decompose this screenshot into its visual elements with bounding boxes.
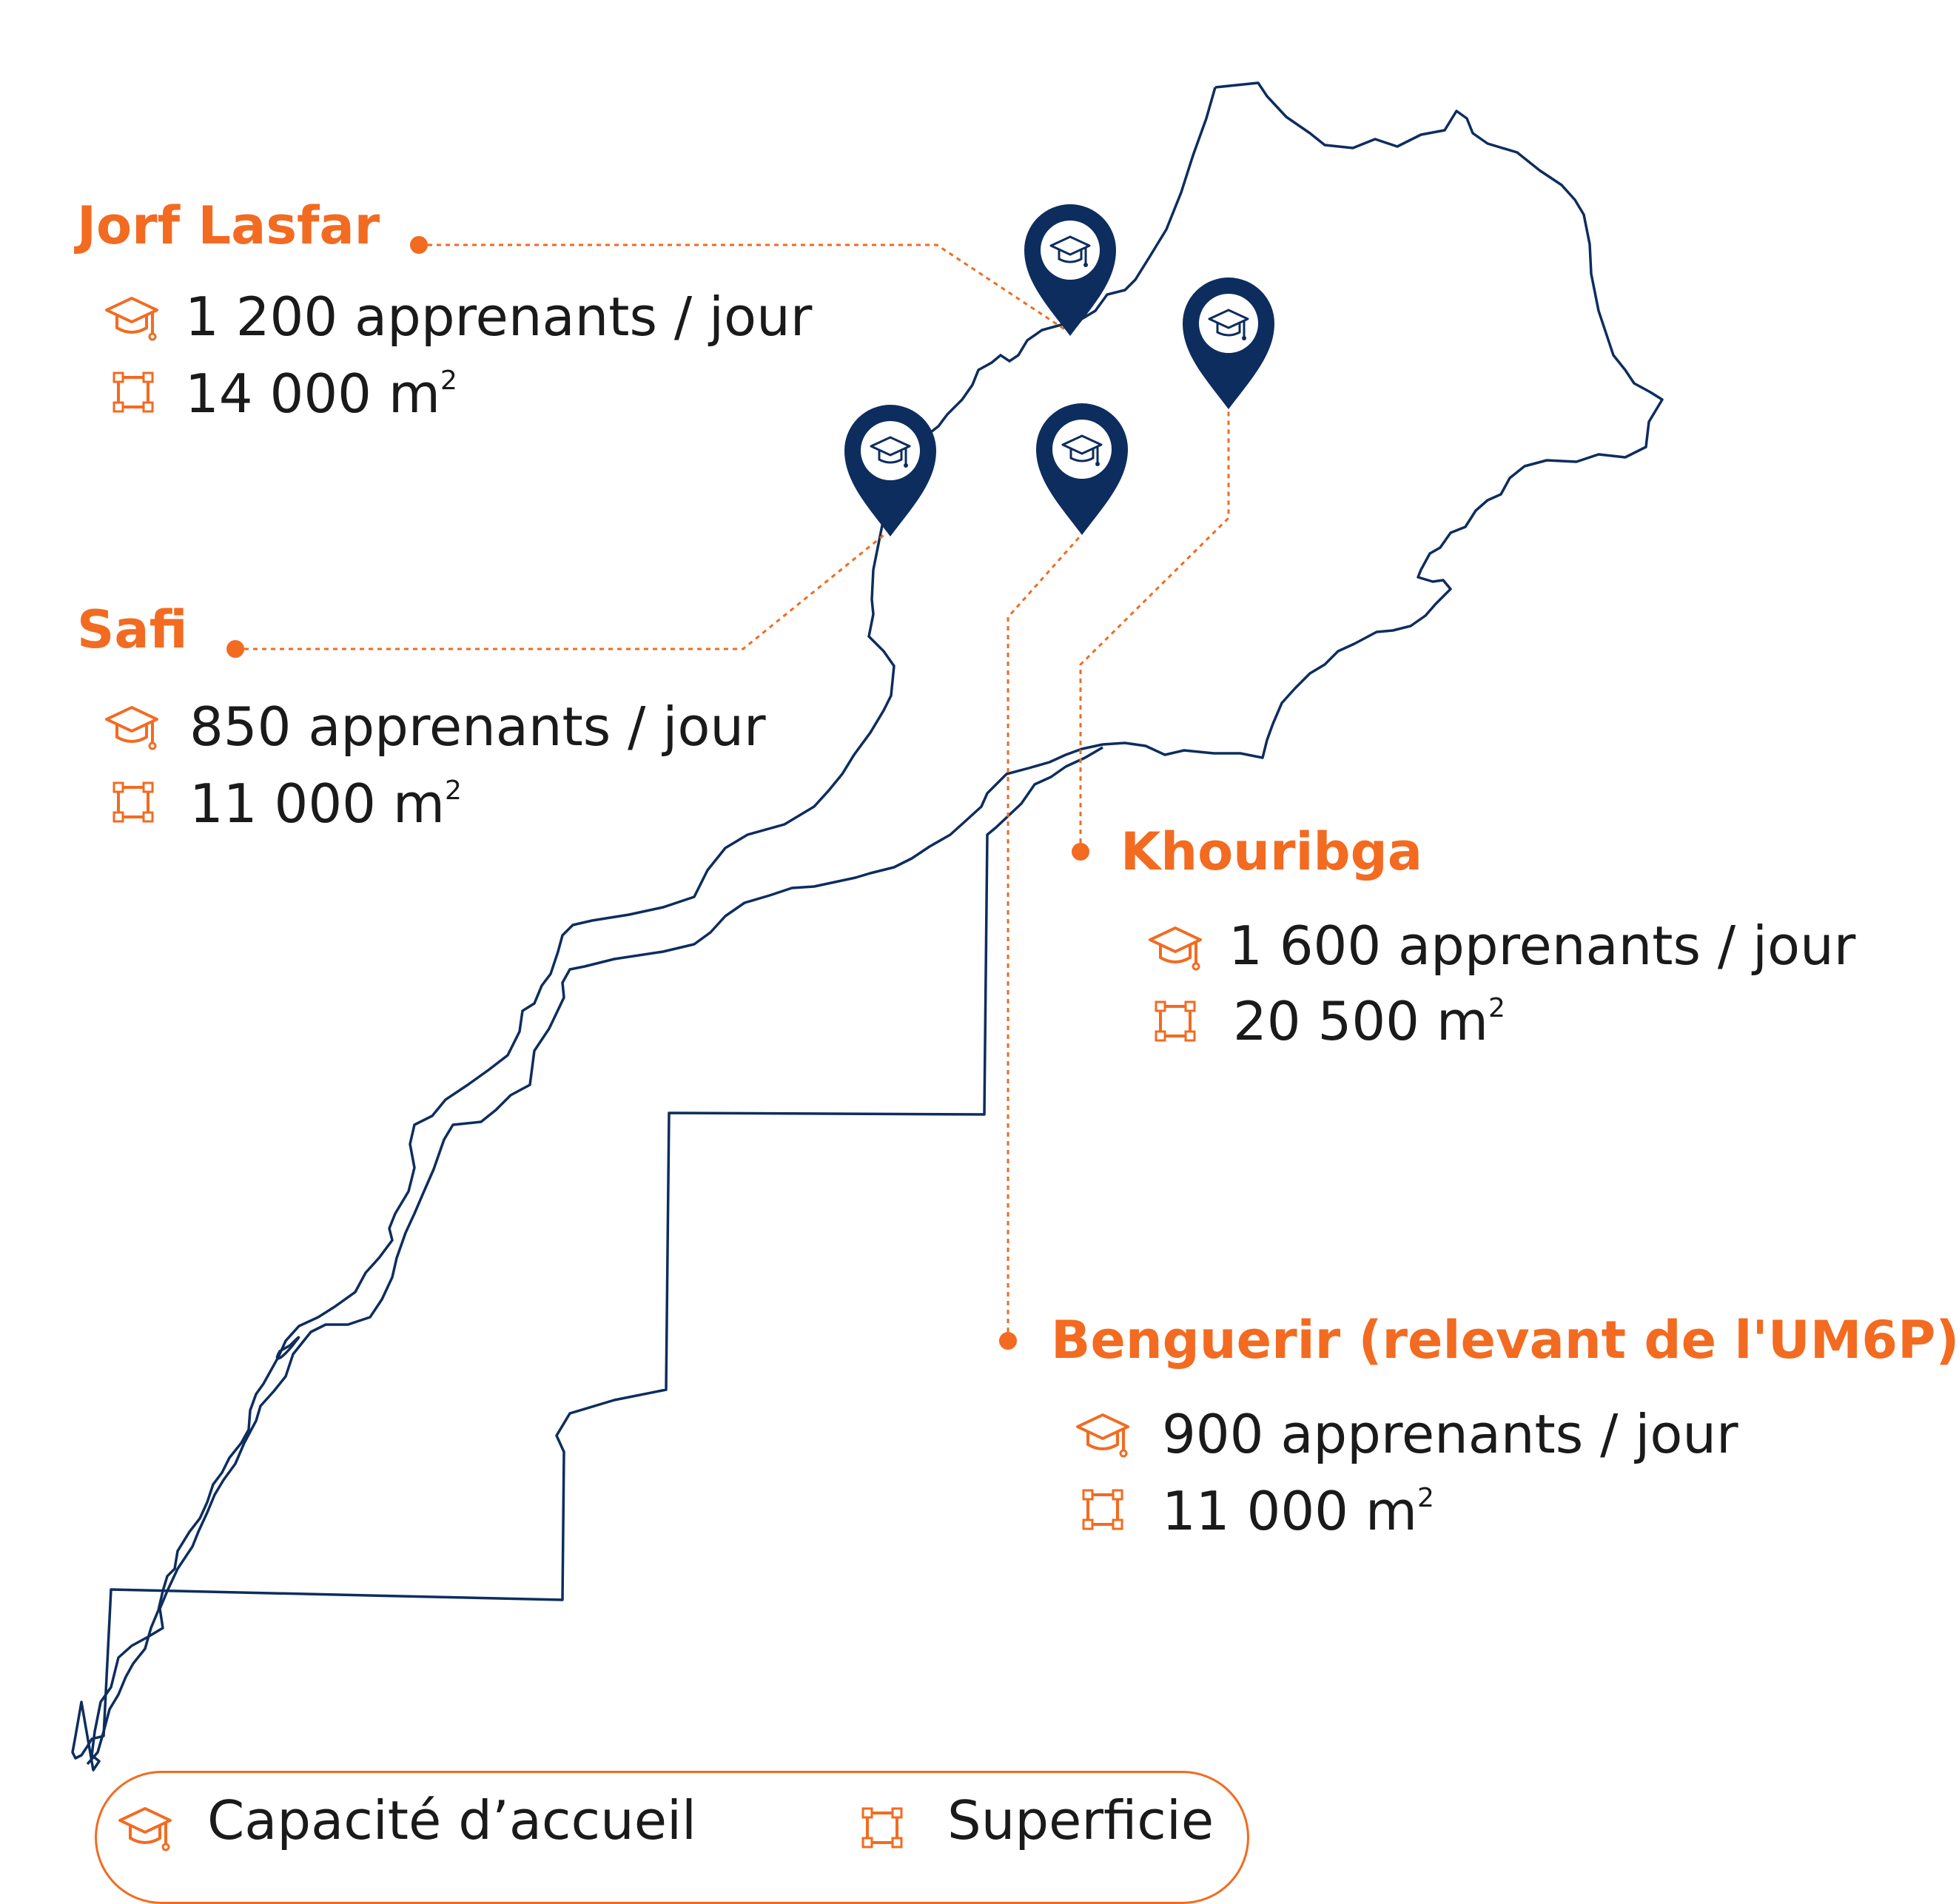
graduation-cap-icon	[105, 297, 158, 341]
site-title-khouribga: Khouribga	[1120, 821, 1422, 882]
map-outline	[71, 81, 1664, 1772]
connector-benguerir	[1007, 535, 1082, 1341]
connector-lines	[235, 243, 1230, 1341]
connector-jorf-lasfar	[419, 243, 1066, 332]
dot-benguerir	[999, 1332, 1017, 1350]
site-title-benguerir: Benguerir (relevant de l'UM6P)	[1051, 1310, 1959, 1370]
capacity-khouribga: 1 600 apprenants / jour	[1229, 915, 1856, 977]
area-jorf-lasfar: 14 000 m2	[185, 363, 457, 425]
dot-jorf-lasfar	[410, 236, 428, 254]
area-unit-sup: 2	[440, 366, 457, 396]
legend-capacity-label: Capacité d’accueil	[207, 1789, 697, 1851]
dot-safi	[226, 640, 244, 658]
dot-khouribga	[1072, 843, 1089, 861]
pin-khouribga[interactable]	[1181, 276, 1276, 411]
pin-safi[interactable]	[843, 403, 938, 538]
area-square-icon	[112, 781, 154, 823]
map-lagoon	[275, 1336, 300, 1360]
capacity-benguerir: 900 apprenants / jour	[1162, 1403, 1738, 1465]
map-coast	[86, 87, 1217, 1766]
area-value: 20 500 m	[1233, 990, 1488, 1052]
area-square-icon	[1082, 1489, 1123, 1530]
area-value: 11 000 m	[1162, 1480, 1417, 1542]
legend-area-label: Superficie	[947, 1789, 1214, 1851]
area-benguerir: 11 000 m2	[1162, 1480, 1434, 1542]
capacity-jorf-lasfar: 1 200 apprenants / jour	[185, 286, 813, 348]
area-value: 14 000 m	[185, 363, 440, 425]
area-square-icon	[112, 371, 154, 413]
area-unit-sup: 2	[1417, 1483, 1434, 1513]
pin-benguerir[interactable]	[1035, 402, 1129, 536]
pin-jorf-lasfar[interactable]	[1023, 203, 1118, 337]
connector-safi	[235, 531, 887, 650]
area-unit-sup: 2	[1488, 993, 1505, 1023]
site-title-jorf-lasfar: Jorf Lasfar	[77, 195, 380, 256]
area-unit-sup: 2	[444, 776, 462, 806]
morocco-map	[71, 81, 1664, 1851]
area-square-icon	[1155, 1000, 1196, 1042]
graduation-cap-icon	[105, 706, 158, 750]
area-khouribga: 20 500 m2	[1233, 990, 1505, 1052]
graduation-cap-icon	[1149, 926, 1202, 971]
capacity-safi: 850 apprenants / jour	[189, 696, 766, 758]
area-value: 11 000 m	[189, 773, 445, 835]
graduation-cap-icon	[1076, 1413, 1129, 1458]
area-safi: 11 000 m2	[189, 773, 462, 835]
site-title-safi: Safi	[77, 599, 188, 660]
legend	[95, 1771, 1249, 1904]
